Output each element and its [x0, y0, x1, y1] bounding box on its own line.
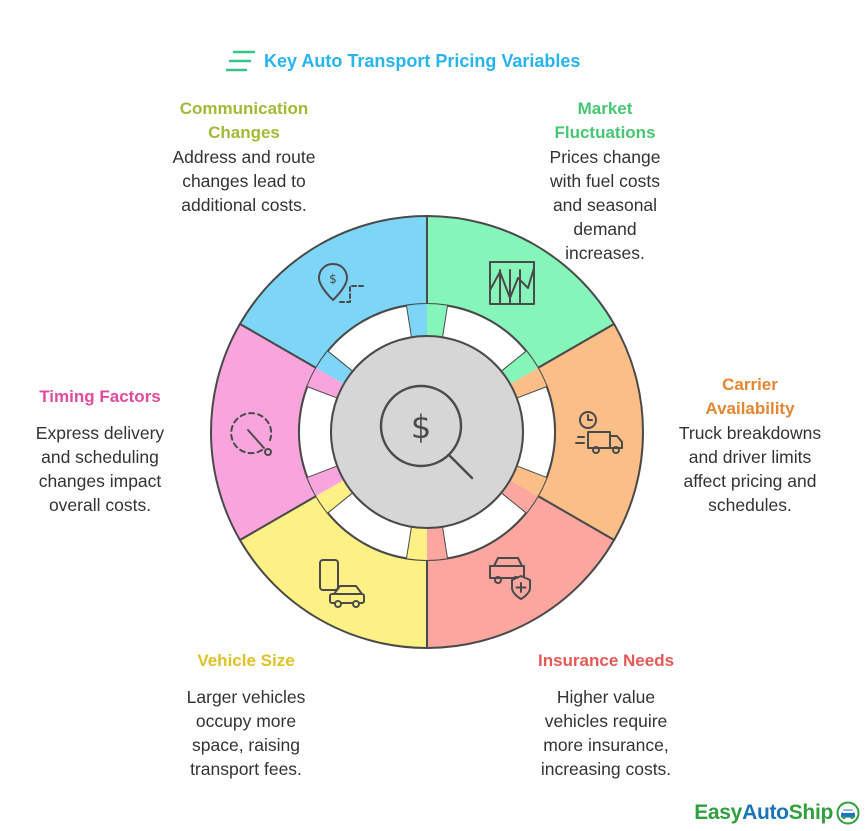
connector-communication-1: [307, 368, 344, 398]
title-text: Key Auto Transport Pricing Variables: [264, 50, 581, 71]
label-market: Market Fluctuations Prices change with f…: [505, 97, 705, 265]
desc-communication: Address and route changes lead to additi…: [172, 147, 316, 215]
car-logo-icon: [836, 801, 860, 825]
desc-carrier: Truck breakdowns and driver limits affec…: [678, 423, 822, 515]
connector-vehicle-1: [427, 526, 448, 560]
label-vehicle: Vehicle Size Larger vehicles occupy more…: [146, 649, 346, 781]
car-shield-icon: [489, 557, 531, 600]
connector-carrier-1: [501, 351, 538, 384]
label-carrier: Carrier Availability Truck breakdowns an…: [660, 373, 840, 517]
logo-easy: Easy: [694, 801, 743, 824]
dollar-search-icon: $: [379, 384, 474, 480]
connector-market-0: [427, 304, 448, 338]
location-route-icon: $: [318, 263, 365, 303]
head-communication: Communication Changes: [179, 99, 309, 142]
label-insurance: Insurance Needs Higher value vehicles re…: [506, 649, 706, 781]
label-timing: Timing Factors Express delivery and sche…: [10, 385, 190, 517]
connector-market-1: [406, 304, 427, 338]
truck-clock-icon: [575, 411, 623, 454]
connector-carrier-0: [510, 368, 547, 398]
head-timing: Timing Factors: [39, 387, 161, 406]
connector-insurance-0: [501, 480, 538, 513]
desc-market: Prices change with fuel costs and season…: [549, 147, 661, 263]
head-carrier: Carrier Availability: [705, 375, 795, 418]
head-insurance: Insurance Needs: [537, 651, 675, 670]
phone-car-icon: [319, 559, 365, 608]
logo-ship: Ship: [788, 801, 834, 824]
desc-insurance: Higher value vehicles require more insur…: [540, 687, 672, 779]
svg-text:$: $: [411, 408, 431, 446]
connector-vehicle-0: [406, 526, 427, 560]
bar-chart-icon: [489, 261, 535, 305]
timer-icon: [230, 412, 273, 456]
connector-timing-0: [307, 466, 344, 496]
connector-communication-0: [316, 351, 353, 384]
desc-vehicle: Larger vehicles occupy more space, raisi…: [186, 687, 306, 779]
diagram-title: Key Auto Transport Pricing Variables: [226, 46, 580, 76]
center-hub: $: [330, 335, 524, 529]
connector-insurance-1: [510, 466, 547, 496]
logo-auto: Auto: [742, 801, 789, 824]
title-lines-icon: [226, 50, 256, 72]
desc-timing: Express delivery and scheduling changes …: [35, 423, 165, 515]
label-communication: Communication Changes Address and route …: [144, 97, 344, 217]
connector-timing-1: [316, 480, 353, 513]
head-market: Market Fluctuations: [554, 99, 656, 142]
head-vehicle: Vehicle Size: [197, 651, 295, 670]
svg-text:$: $: [329, 272, 337, 286]
